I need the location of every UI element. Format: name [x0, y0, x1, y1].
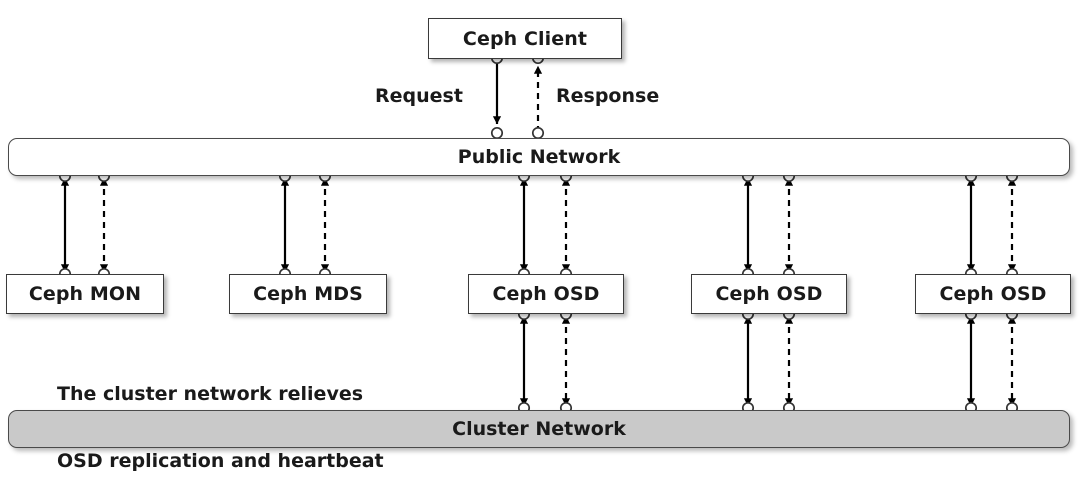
- node-ceph-mds-label: Ceph MDS: [253, 283, 363, 305]
- cluster-network-note: The cluster network relieves OSD replica…: [57, 338, 394, 477]
- node-ceph-mds[interactable]: Ceph MDS: [229, 274, 387, 314]
- cluster-network-note-line-2: OSD replication and heartbeat: [57, 450, 384, 473]
- node-ceph-osd-2-label: Ceph OSD: [715, 283, 823, 305]
- cluster-network-label: Cluster Network: [452, 418, 626, 440]
- node-ceph-osd-1[interactable]: Ceph OSD: [468, 274, 624, 314]
- public-network-bar[interactable]: Public Network: [8, 138, 1070, 176]
- node-ceph-mon-label: Ceph MON: [28, 283, 142, 305]
- node-ceph-mon[interactable]: Ceph MON: [6, 274, 164, 314]
- node-ceph-osd-3[interactable]: Ceph OSD: [915, 274, 1071, 314]
- label-request: Request: [375, 85, 463, 107]
- public-network-label: Public Network: [457, 146, 621, 168]
- cluster-network-note-line-1: The cluster network relieves: [57, 382, 364, 405]
- node-ceph-client[interactable]: Ceph Client: [428, 18, 622, 59]
- node-ceph-client-label: Ceph Client: [462, 27, 588, 50]
- node-ceph-osd-1-label: Ceph OSD: [492, 283, 600, 305]
- node-ceph-osd-3-label: Ceph OSD: [939, 283, 1047, 305]
- label-response: Response: [556, 85, 660, 107]
- connector-dots-public-top: [490, 126, 545, 140]
- cluster-network-bar[interactable]: Cluster Network: [8, 410, 1070, 448]
- node-ceph-osd-2[interactable]: Ceph OSD: [691, 274, 847, 314]
